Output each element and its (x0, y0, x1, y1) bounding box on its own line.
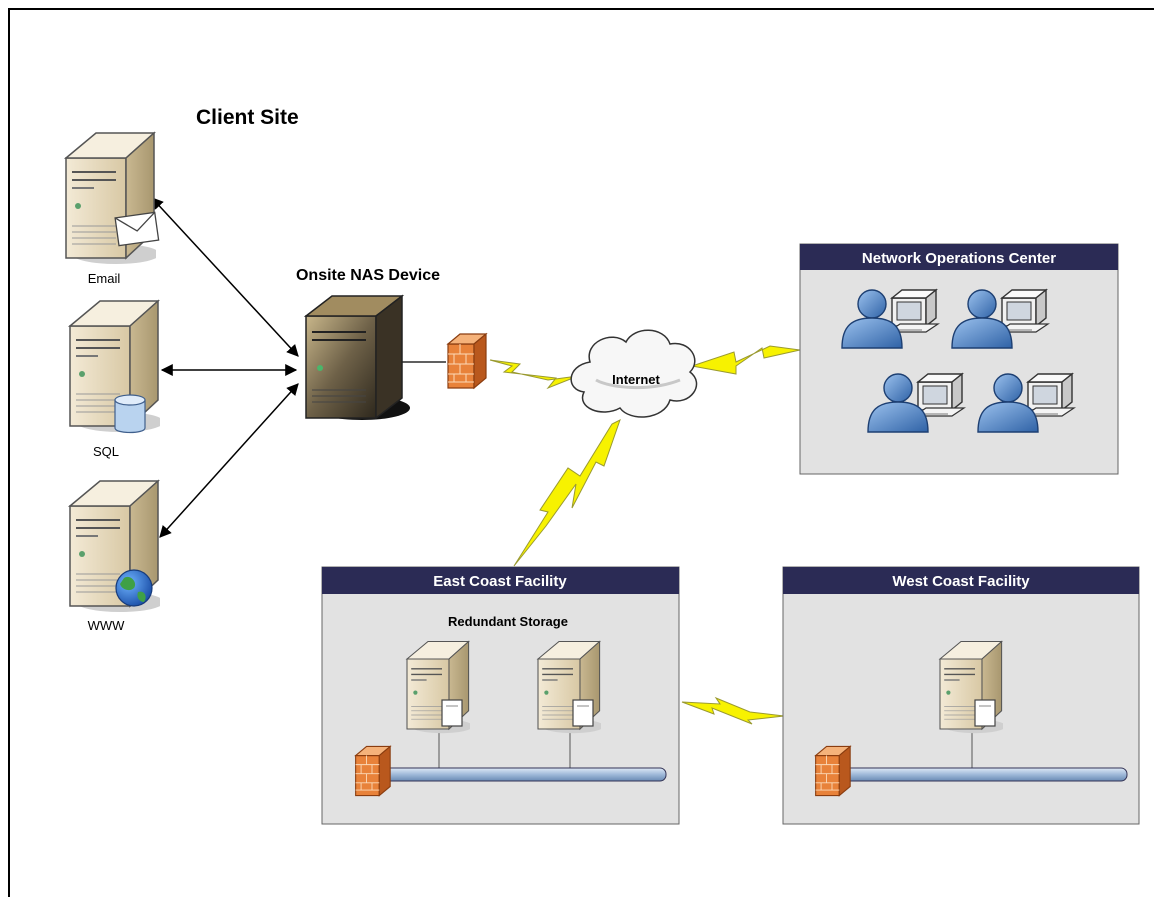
lightning-firewall-internet (489, 359, 579, 390)
east-coast-panel-header (322, 567, 679, 594)
page-frame (8, 8, 1154, 897)
nas-device (303, 294, 410, 420)
lightning-east-west (681, 696, 785, 725)
lightning-internet-noc (691, 345, 801, 375)
email-server (65, 132, 160, 265)
east-coast-subtitle: Redundant Storage (448, 614, 568, 629)
east-storage-server-2 (537, 640, 601, 734)
www-server-label: WWW (88, 618, 126, 633)
client-site-title: Client Site (196, 106, 299, 129)
west-coast-panel-header (783, 567, 1139, 594)
sql-server-label: SQL (93, 444, 119, 459)
document-icon (441, 699, 463, 727)
sql-server (69, 300, 160, 434)
email-nas-link (151, 197, 299, 357)
west-storage-server (939, 640, 1003, 734)
internet-label: Internet (612, 372, 660, 387)
connectors (151, 197, 446, 538)
east-coast-title: East Coast Facility (433, 573, 567, 590)
west-coast-title: West Coast Facility (892, 573, 1030, 590)
document-icon (974, 699, 996, 727)
document-icon (572, 699, 594, 727)
internet-cloud (570, 329, 698, 418)
east-coast-panel: East Coast Facility Redundant Storage (321, 566, 680, 825)
noc-title: Network Operations Center (862, 250, 1056, 267)
database-icon (114, 394, 146, 434)
noc-panel: Network Operations Center (799, 243, 1119, 475)
envelope-icon (114, 211, 160, 247)
www-nas-link (159, 383, 299, 538)
nas-label: Onsite NAS Device (296, 267, 440, 284)
lightning-internet-east (513, 419, 621, 567)
wan-links (489, 345, 801, 725)
www-server (69, 480, 160, 613)
east-storage-server-1 (406, 640, 470, 734)
email-server-label: Email (88, 271, 121, 286)
west-coast-panel: West Coast Facility (782, 566, 1140, 825)
noc-panel-header (800, 244, 1118, 270)
globe-icon (115, 569, 153, 607)
